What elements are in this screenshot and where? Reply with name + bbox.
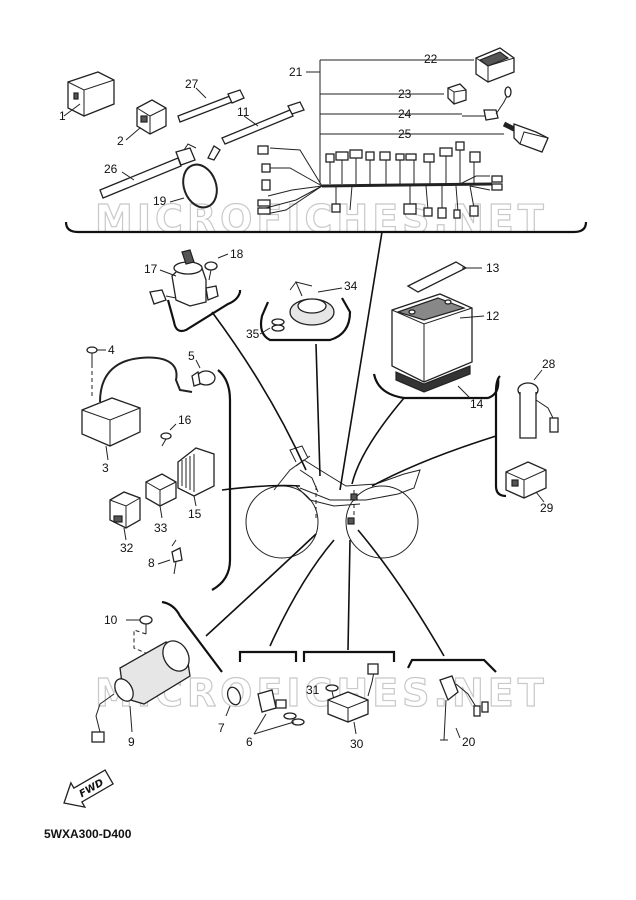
watermark-top: MICROFICHES.NET [95,197,548,241]
callout-9: 9 [128,735,135,749]
neutral-switch-bracket [407,658,497,673]
part-22-relay [475,47,515,83]
callout-8: 8 [148,556,155,570]
part-17-main-switch [149,249,219,307]
callout-6: 6 [246,735,253,749]
part-18-screw [204,253,229,281]
main-switch-bracket [166,290,242,333]
callout-30: 30 [350,737,364,751]
callout-10: 10 [104,613,118,627]
callout-7: 7 [218,721,225,735]
callout-33: 33 [154,521,168,535]
switch-bracket [238,650,298,662]
part-23-fuse [447,83,467,105]
part-1-cdi-unit [63,71,115,117]
callout-21: 21 [289,65,303,79]
callout-4: 4 [108,343,115,357]
leader-lines [205,231,497,657]
callout-3: 3 [102,461,109,475]
starter-bracket [161,600,223,673]
part-28-fuel-sender [517,369,559,439]
left-group-bracket [211,369,232,591]
callout-13: 13 [486,261,500,275]
part-12-battery [391,293,485,383]
part-19-cable-tie [169,145,221,209]
callout-12: 12 [486,309,500,323]
part-25-connector-lead [502,121,549,153]
part-21-wire-harness [257,59,504,219]
part-26-strap [99,143,197,199]
callout-1: 1 [59,109,66,123]
relay-bracket [302,650,396,662]
part-35-nut [259,318,285,335]
callout-35: 35 [246,327,260,341]
part-10-bolt [126,615,153,655]
callout-11: 11 [237,105,250,119]
right-group-bracket [494,375,507,498]
callout-17: 17 [144,262,158,276]
top-group-bracket [64,221,588,234]
part-24-lead [462,86,512,121]
part-33-relay [145,473,177,519]
part-30-starter-relay [327,663,379,735]
callout-24: 24 [398,107,412,121]
horn-bracket [259,297,352,342]
callout-27: 27 [185,77,199,91]
callout-5: 5 [188,349,195,363]
callout-23: 23 [398,87,412,101]
part-27-band [177,87,245,123]
diagram-reference-code: 5WXA300-D400 [44,827,132,841]
callout-14: 14 [470,397,484,411]
part-8-sensor [157,539,183,575]
callout-31: 31 [306,683,320,697]
part-7-oring [225,686,242,717]
callout-15: 15 [188,507,202,521]
callout-26: 26 [104,162,118,176]
motorcycle-outline [245,445,421,559]
callout-28: 28 [542,357,556,371]
part-4-bolt [86,346,106,398]
callout-20: 20 [462,735,476,749]
part-29-connector [505,461,547,503]
callout-25: 25 [398,127,412,141]
fwd-arrow-icon: FWD [63,769,114,809]
part-2-connector [125,99,167,141]
callout-19: 19 [153,194,167,208]
callout-16: 16 [178,413,192,427]
part-3-flasher-unit [81,356,193,461]
battery-bracket [372,373,500,400]
part-14-battery-pad [395,365,471,399]
part-34-horn [289,281,343,326]
part-32-relay [109,491,141,541]
callout-22: 22 [424,52,438,66]
part-31-screw [325,684,339,701]
part-15-rectifier [177,447,215,507]
callout-29: 29 [540,501,554,515]
part-20-switch [439,675,489,741]
callout-34: 34 [344,279,358,293]
part-13-battery-band [406,261,482,293]
part-16-screw [160,423,177,447]
part-9-starter-motor [91,640,191,743]
callout-2: 2 [117,134,124,148]
part-11-band [221,101,305,145]
callout-32: 32 [120,541,134,555]
callout-18: 18 [230,247,244,261]
part-5-bulb [191,359,216,387]
part-6-switch [253,689,305,735]
